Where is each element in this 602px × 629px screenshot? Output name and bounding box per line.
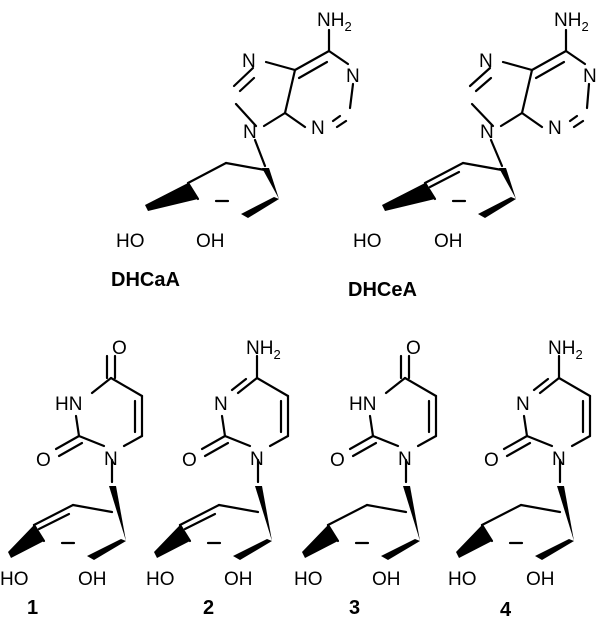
atom-n1: N — [398, 449, 412, 470]
hydroxyl-3: OH — [434, 231, 463, 252]
atom-o2: O — [484, 450, 499, 471]
compound-label-3: 3 — [349, 597, 360, 619]
atom-n1: N — [346, 66, 360, 87]
amino-group: NH2 — [246, 338, 281, 362]
adenine-base — [468, 28, 591, 168]
atom-o2: O — [36, 450, 51, 471]
compound-label-dhcaa: DHCaA — [111, 269, 180, 291]
adenine-base — [232, 28, 355, 168]
hydroxyl-2: HO — [146, 569, 175, 590]
cytosine-base — [502, 354, 592, 484]
atom-n3: N — [548, 118, 562, 139]
atom-n7: N — [242, 51, 256, 72]
compound-label-2: 2 — [203, 597, 214, 619]
hydroxyl-2: HO — [116, 231, 145, 252]
uracil-base — [54, 354, 144, 484]
atom-o4: O — [406, 338, 421, 359]
amino-group: NH2 — [317, 10, 352, 34]
hydroxyl-2: HO — [0, 569, 29, 590]
compound-3: O HN O N HO OH 3 — [294, 338, 438, 619]
compound-2: NH2 N O N HO OH 2 — [146, 338, 290, 619]
atom-o2: O — [182, 450, 197, 471]
cyclopentane-ring — [302, 486, 420, 560]
atom-n1: N — [583, 66, 597, 87]
compound-label-1: 1 — [27, 597, 38, 619]
atom-n3h: HN — [349, 394, 376, 415]
atom-n3: N — [214, 394, 228, 415]
compound-label-4: 4 — [500, 599, 512, 621]
atom-n3: N — [311, 118, 325, 139]
cyclopentane-ring — [145, 161, 279, 218]
atom-o4: O — [112, 338, 127, 359]
compound-dhcea: N N N N NH2 HO OH DHCeA — [348, 10, 597, 301]
cytosine-base — [200, 354, 290, 484]
atom-o2: O — [330, 450, 345, 471]
atom-n1: N — [104, 449, 118, 470]
atom-n9: N — [480, 122, 494, 143]
compound-dhcaa: N N N N NH2 HO OH DHCaA — [111, 10, 360, 291]
hydroxyl-2: HO — [353, 231, 382, 252]
hydroxyl-2: HO — [294, 569, 323, 590]
compound-1: O HN O N HO OH 1 — [0, 338, 144, 619]
atom-n1: N — [552, 449, 566, 470]
atom-n1: N — [250, 449, 264, 470]
atom-n3: N — [516, 394, 530, 415]
hydroxyl-3: OH — [78, 569, 107, 590]
compound-4: NH2 N O N HO OH 4 — [448, 338, 592, 621]
atom-n3h: HN — [55, 394, 82, 415]
hydroxyl-3: OH — [372, 569, 401, 590]
hydroxyl-3: OH — [224, 569, 253, 590]
atom-n9: N — [243, 122, 257, 143]
hydroxyl-3: OH — [196, 231, 225, 252]
hydroxyl-2: HO — [448, 569, 477, 590]
amino-group: NH2 — [548, 338, 583, 362]
amino-group: NH2 — [554, 10, 589, 34]
uracil-base — [348, 354, 438, 484]
hydroxyl-3: OH — [526, 569, 555, 590]
cyclopentene-ring — [382, 161, 516, 218]
compound-label-dhcea: DHCeA — [348, 279, 417, 301]
cyclopentane-ring — [456, 486, 574, 560]
cyclopentene-ring — [8, 486, 126, 560]
atom-n7: N — [479, 51, 493, 72]
cyclopentene-ring — [154, 486, 272, 560]
